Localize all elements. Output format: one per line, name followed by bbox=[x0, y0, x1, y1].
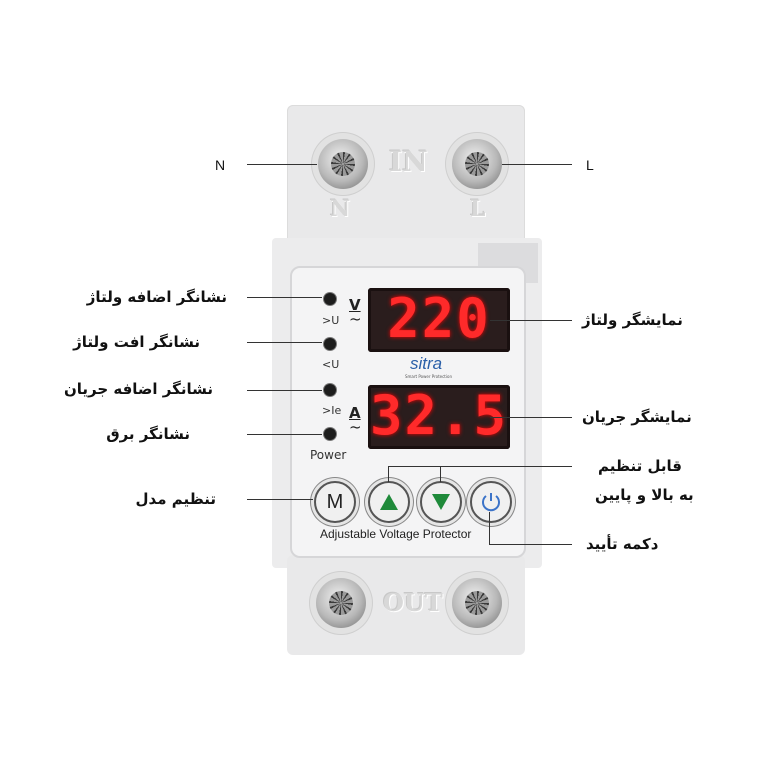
label-overvoltage-led: نشانگر اضافه ولتاژ bbox=[86, 288, 227, 306]
overcurrent-led-label: >Ie bbox=[322, 404, 342, 417]
callout-line-updown bbox=[388, 466, 572, 467]
callout-line-mode bbox=[247, 499, 313, 500]
power-led-label: Power bbox=[310, 448, 347, 462]
undervoltage-led bbox=[324, 338, 336, 350]
arrow-up-icon bbox=[380, 494, 398, 510]
up-button[interactable] bbox=[368, 481, 410, 523]
label-current-display: نمایشگر جریان bbox=[582, 408, 692, 426]
overvoltage-led bbox=[324, 293, 336, 305]
current-unit: A bbox=[349, 404, 361, 422]
overcurrent-led bbox=[324, 384, 336, 396]
arrow-down-icon bbox=[432, 494, 450, 510]
current-ac-symbol: ~ bbox=[349, 418, 362, 436]
terminal-screw-n-out bbox=[316, 578, 366, 628]
label-n: N bbox=[215, 157, 226, 173]
label-l: L bbox=[586, 157, 594, 173]
brand-logo: sitra bbox=[410, 354, 443, 373]
callout-line-l bbox=[502, 164, 572, 165]
terminal-n-emboss: N bbox=[330, 196, 351, 222]
callout-vline-up bbox=[388, 466, 389, 482]
mode-button-label: M bbox=[326, 490, 344, 513]
voltage-unit: V bbox=[349, 296, 361, 314]
out-label: OUT bbox=[383, 588, 443, 617]
callout-line-voltage-display bbox=[490, 320, 572, 321]
undervoltage-led-label: <U bbox=[322, 358, 340, 371]
brand-tagline: Smart Power Protection bbox=[405, 374, 452, 379]
callout-line-current-display bbox=[490, 417, 572, 418]
callout-line-overcurrent bbox=[247, 390, 322, 391]
callout-vline-confirm bbox=[489, 512, 490, 544]
label-updown-line2: به بالا و پایین bbox=[595, 486, 694, 504]
overvoltage-led-label: >U bbox=[322, 314, 340, 327]
callout-line-n bbox=[247, 164, 317, 165]
down-button[interactable] bbox=[420, 481, 462, 523]
mode-button[interactable]: M bbox=[314, 481, 356, 523]
label-overcurrent-led: نشانگر اضافه جریان bbox=[63, 380, 213, 398]
callout-line-undervoltage bbox=[247, 342, 322, 343]
label-confirm-button: دکمه تأیید bbox=[586, 535, 659, 553]
callout-line-overvoltage bbox=[247, 297, 322, 298]
callout-line-power bbox=[247, 434, 322, 435]
label-power-led: نشانگر برق bbox=[106, 425, 190, 443]
callout-vline-down bbox=[440, 466, 441, 482]
voltage-display: 220 bbox=[368, 288, 510, 352]
power-led bbox=[324, 428, 336, 440]
power-icon bbox=[482, 493, 500, 512]
terminal-l-emboss: L bbox=[470, 196, 486, 222]
confirm-button[interactable] bbox=[470, 481, 512, 523]
in-label: IN bbox=[389, 145, 428, 178]
label-undervoltage-led: نشانگر افت ولتاژ bbox=[73, 333, 200, 351]
current-display: 32.5 bbox=[368, 384, 510, 449]
label-updown-line1: قابل تنظیم bbox=[598, 457, 682, 475]
callout-line-confirm bbox=[489, 544, 572, 545]
product-name: Adjustable Voltage Protector bbox=[320, 527, 472, 541]
terminal-screw-n-in bbox=[318, 139, 368, 189]
voltage-ac-symbol: ~ bbox=[349, 310, 362, 328]
terminal-screw-l-out bbox=[452, 578, 502, 628]
label-voltage-display: نمایشگر ولتاژ bbox=[582, 311, 683, 329]
terminal-screw-l-in bbox=[452, 139, 502, 189]
label-mode-setting: تنظیم مدل bbox=[135, 490, 216, 508]
